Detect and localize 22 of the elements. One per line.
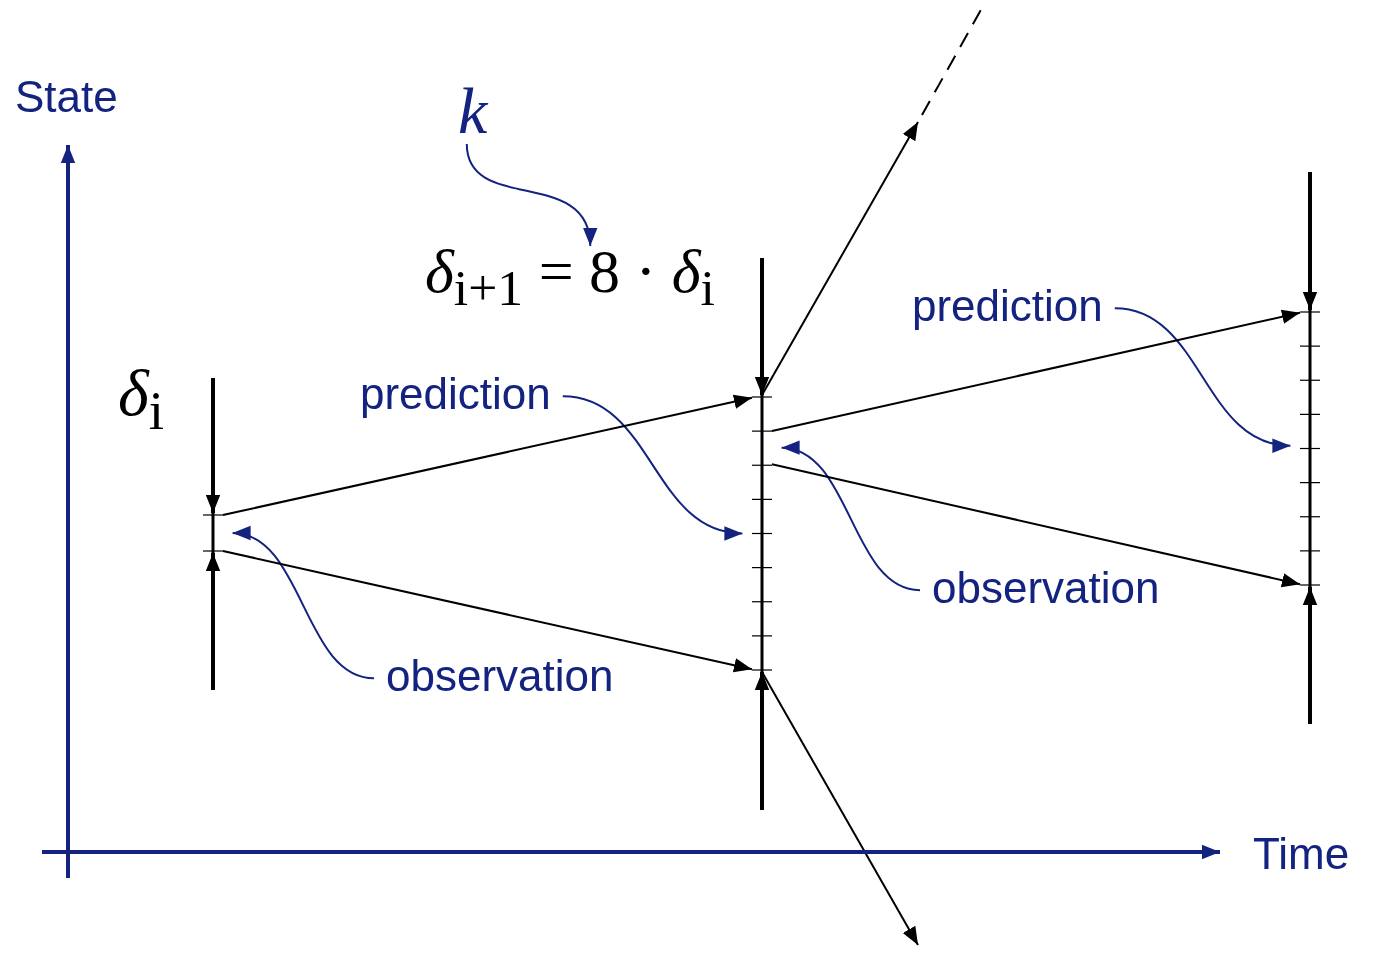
leader-line (1113, 307, 1292, 451)
axis-label: Time (1253, 832, 1350, 876)
annotation-label: prediction (912, 284, 1103, 328)
interval-label: δ$_{i}$ (118, 360, 164, 439)
arrow (771, 309, 1301, 432)
arrow (771, 463, 1301, 588)
axis-label: State (15, 75, 118, 119)
leader-line (465, 143, 595, 247)
leader-line (780, 443, 921, 592)
formula: δ$_{i+1}$ = 8 · δ$_{i}$ (425, 240, 715, 315)
leader-line (561, 395, 744, 539)
interval-scale (752, 395, 772, 672)
interval-scale (203, 513, 223, 553)
interval-scale (1300, 310, 1320, 587)
annotation-label: prediction (360, 372, 551, 416)
annotation-label: observation (932, 566, 1160, 610)
arrow (761, 121, 919, 396)
variable-label: k (458, 78, 488, 144)
arrow (222, 550, 753, 673)
annotation-label: observation (386, 654, 614, 698)
arrow (761, 671, 919, 946)
arrow (222, 394, 753, 516)
